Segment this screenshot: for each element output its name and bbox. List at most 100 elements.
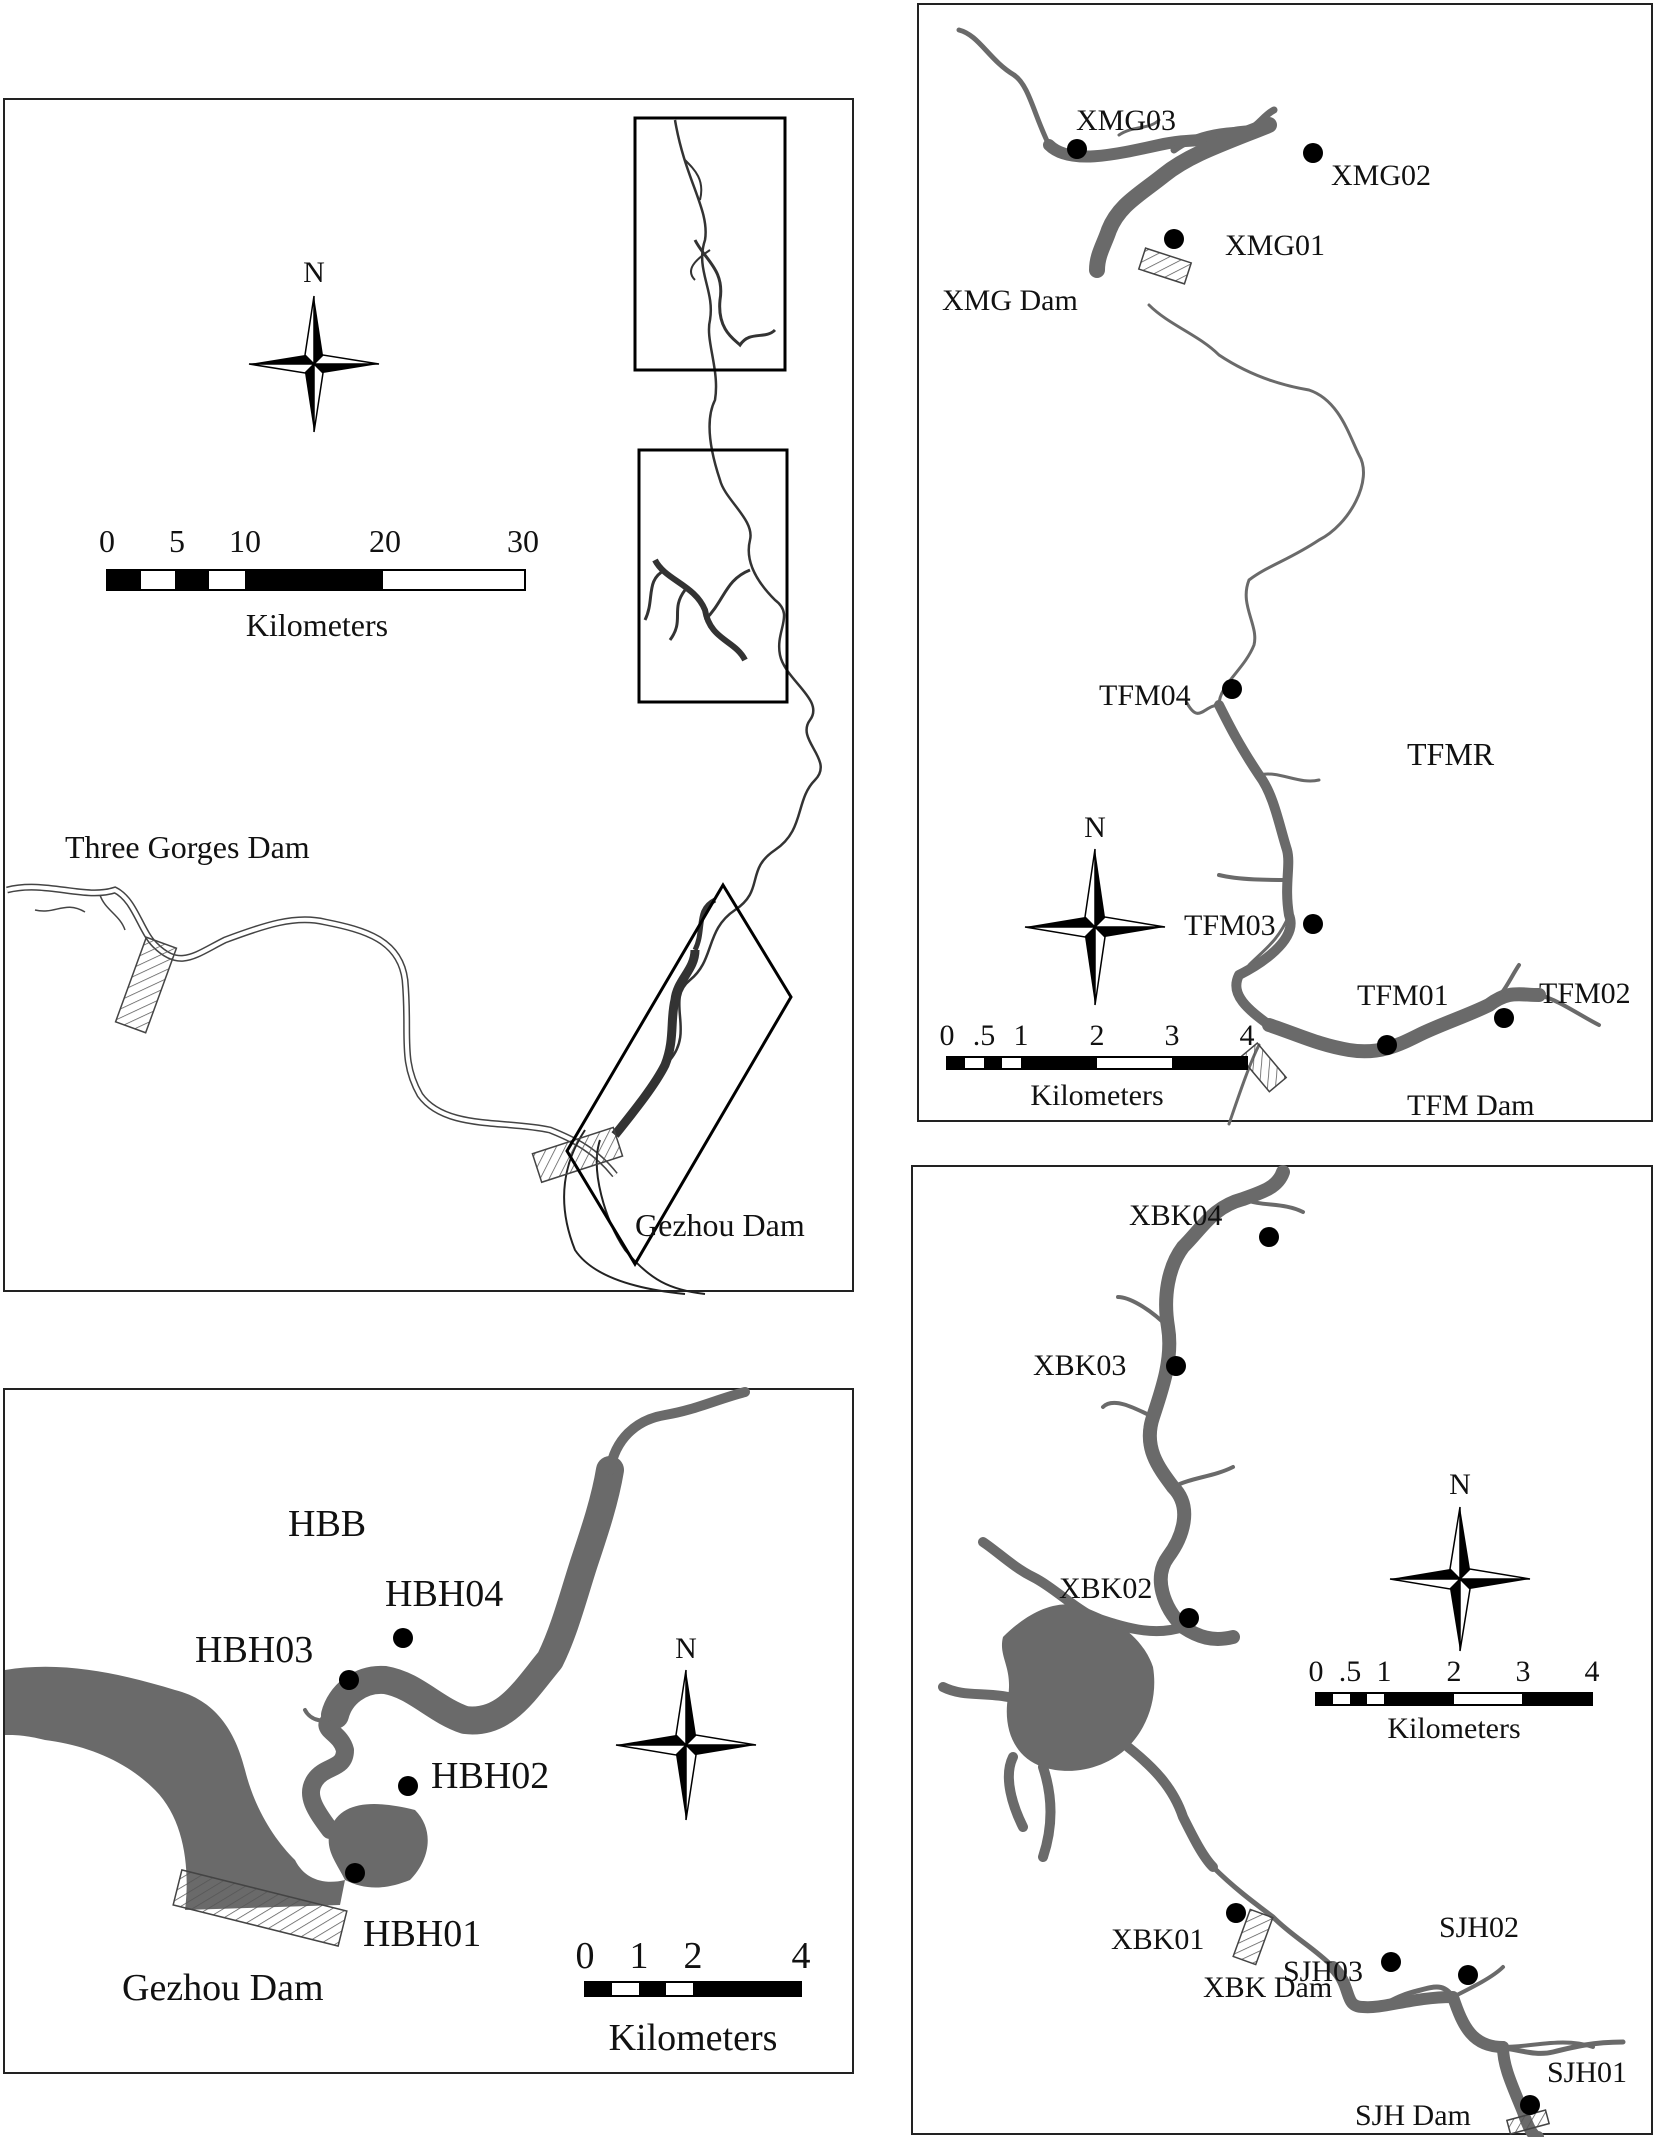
three-gorges-dam-label: Three Gorges Dam bbox=[65, 829, 310, 865]
xbk-sjh-map-panel: XBK04 XBK03 XBK02 XBK01 XBK Dam SJH03 SJ… bbox=[911, 1165, 1653, 2137]
scale-tick: 10 bbox=[229, 523, 261, 559]
site-label-tfm02: TFM02 bbox=[1539, 977, 1631, 1010]
site-label-hbh01: HBH01 bbox=[363, 1913, 481, 1955]
site-label-tfm03: TFM03 bbox=[1184, 909, 1276, 942]
site-marker-hbh04 bbox=[393, 1628, 413, 1648]
north-arrow-icon bbox=[615, 1669, 757, 1821]
reservoir-label-hbb: HBB bbox=[288, 1503, 366, 1545]
tfm-xmg-map: XMG03 XMG02 XMG01 XMG Dam TFM04 TFMR TFM… bbox=[940, 27, 1631, 1126]
scale-tick: 1 bbox=[1014, 1019, 1029, 1052]
site-marker-xmg03 bbox=[1067, 139, 1087, 159]
north-label: N bbox=[1084, 811, 1106, 844]
scale-tick: 0 bbox=[940, 1019, 955, 1052]
site-label-xmg03: XMG03 bbox=[1076, 104, 1176, 137]
scale-tick: 2 bbox=[1090, 1019, 1105, 1052]
tfm-dam-icon bbox=[1239, 1042, 1288, 1093]
site-label-xmg02: XMG02 bbox=[1331, 159, 1431, 192]
site-label-hbh02: HBH02 bbox=[431, 1755, 549, 1797]
north-arrow-icon bbox=[1389, 1506, 1531, 1652]
gezhou-dam-label: Gezhou Dam bbox=[635, 1207, 805, 1243]
xmg-dam-label: XMG Dam bbox=[942, 284, 1078, 317]
xbk-dam-label: XBK Dam bbox=[1203, 1971, 1332, 2004]
river-network bbox=[5, 1387, 750, 1910]
site-marker-tfm04 bbox=[1222, 679, 1242, 699]
site-marker-tfm01 bbox=[1377, 1035, 1397, 1055]
hbb-map: HBB HBH04 HBH03 HBH02 HBH01 Gezhou Dam N… bbox=[5, 1387, 811, 2059]
scale-unit: Kilometers bbox=[246, 607, 388, 643]
site-label-xbk04: XBK04 bbox=[1129, 1199, 1222, 1232]
study-area-box-tfm bbox=[637, 448, 789, 704]
scale-tick: 4 bbox=[1585, 1655, 1600, 1688]
scale-tick: 20 bbox=[369, 523, 401, 559]
site-marker-sjh03 bbox=[1381, 1952, 1401, 1972]
river-network bbox=[938, 1165, 1626, 2137]
site-label-hbh03: HBH03 bbox=[195, 1629, 313, 1671]
scale-tick: 3 bbox=[1516, 1655, 1531, 1688]
site-markers bbox=[1067, 139, 1514, 1055]
scale-tick: .5 bbox=[1339, 1655, 1362, 1688]
site-label-tfm04: TFM04 bbox=[1099, 679, 1191, 712]
tfm-xmg-map-panel: XMG03 XMG02 XMG01 XMG Dam TFM04 TFMR TFM… bbox=[917, 3, 1653, 1126]
site-marker-xbk01 bbox=[1226, 1903, 1246, 1923]
site-marker-xbk03 bbox=[1166, 1356, 1186, 1376]
gezhou-dam-icon bbox=[172, 1869, 348, 1947]
three-gorges-dam-icon bbox=[114, 936, 178, 1034]
site-marker-tfm03 bbox=[1303, 914, 1323, 934]
site-marker-sjh02 bbox=[1458, 1965, 1478, 1985]
scale-tick: 0 bbox=[99, 523, 115, 559]
scale-unit: Kilometers bbox=[1030, 1079, 1163, 1112]
xmg-dam-icon bbox=[1137, 247, 1193, 285]
sjh-dam-label: SJH Dam bbox=[1355, 2099, 1471, 2132]
north-label: N bbox=[675, 1632, 697, 1665]
overview-map-panel: N 0 5 10 20 30 Kilometers bbox=[3, 98, 854, 1295]
site-marker-sjh01 bbox=[1520, 2095, 1540, 2115]
north-label: N bbox=[303, 256, 325, 289]
site-label-sjh02: SJH02 bbox=[1439, 1911, 1519, 1944]
tfm-dam-label: TFM Dam bbox=[1407, 1089, 1535, 1122]
north-label: N bbox=[1449, 1468, 1471, 1501]
scale-tick: 4 bbox=[1240, 1019, 1255, 1052]
hbb-map-panel: HBB HBH04 HBH03 HBH02 HBH01 Gezhou Dam N… bbox=[3, 1387, 854, 2074]
site-markers bbox=[1166, 1227, 1540, 2115]
scale-tick: 2 bbox=[684, 1935, 703, 1977]
sjh-dam-icon bbox=[1505, 2109, 1551, 2135]
site-label-tfm01: TFM01 bbox=[1357, 979, 1449, 1012]
gezhou-dam-label: Gezhou Dam bbox=[122, 1967, 324, 2009]
scale-tick: 4 bbox=[792, 1935, 811, 1977]
scale-tick: 3 bbox=[1165, 1019, 1180, 1052]
scale-tick: 30 bbox=[507, 523, 539, 559]
scale-bar bbox=[106, 569, 526, 591]
site-label-sjh03: SJH03 bbox=[1283, 1955, 1363, 1988]
reservoir-label-tfmr: TFMR bbox=[1407, 736, 1495, 772]
study-area-box-xmg bbox=[633, 116, 787, 372]
scale-bar bbox=[1315, 1692, 1593, 1706]
scale-tick: 0 bbox=[1309, 1655, 1324, 1688]
site-marker-xbk02 bbox=[1179, 1608, 1199, 1628]
north-arrow-icon bbox=[1024, 848, 1166, 1006]
site-marker-xmg02 bbox=[1303, 143, 1323, 163]
site-label-xmg01: XMG01 bbox=[1225, 229, 1325, 262]
site-label-xbk03: XBK03 bbox=[1033, 1349, 1126, 1382]
site-label-xbk02: XBK02 bbox=[1059, 1572, 1152, 1605]
site-label-hbh04: HBH04 bbox=[385, 1573, 503, 1615]
site-marker-tfm02 bbox=[1494, 1008, 1514, 1028]
scale-tick: 5 bbox=[169, 523, 185, 559]
site-marker-xbk04 bbox=[1259, 1227, 1279, 1247]
scale-tick: 1 bbox=[1377, 1655, 1392, 1688]
site-label-xbk01: XBK01 bbox=[1111, 1923, 1204, 1956]
river-network bbox=[956, 27, 1601, 1126]
scale-bar bbox=[584, 1981, 802, 1997]
river-network bbox=[6, 119, 822, 1295]
scale-tick: 2 bbox=[1447, 1655, 1462, 1688]
north-arrow-icon bbox=[248, 295, 380, 433]
scale-unit: Kilometers bbox=[609, 2017, 778, 2059]
xbk-sjh-map: XBK04 XBK03 XBK02 XBK01 XBK Dam SJH03 SJ… bbox=[938, 1165, 1627, 2137]
study-area-box-hbb bbox=[565, 882, 793, 1267]
site-markers bbox=[339, 1628, 418, 1883]
site-marker-hbh03 bbox=[339, 1670, 359, 1690]
scale-tick: 1 bbox=[630, 1935, 649, 1977]
scale-unit: Kilometers bbox=[1387, 1712, 1520, 1745]
site-marker-hbh01 bbox=[345, 1863, 365, 1883]
scale-bar bbox=[946, 1056, 1248, 1070]
scale-tick: 0 bbox=[576, 1935, 595, 1977]
